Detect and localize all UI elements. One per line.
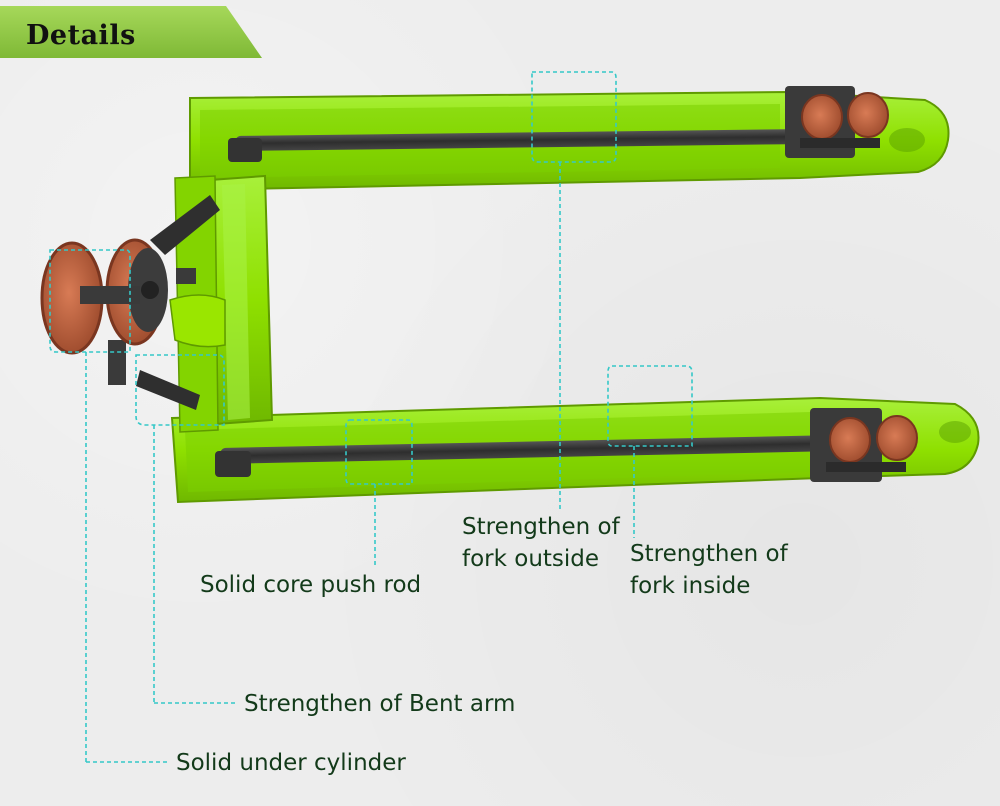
label-under-cylinder: Solid under cylinder: [176, 750, 406, 776]
label-fork-outside: Strengthen of fork outside: [462, 514, 620, 572]
banner-shape: [0, 6, 262, 58]
top-rod-clevis: [228, 138, 262, 162]
bottom-fork: [170, 396, 980, 504]
label-fork-inside: Strengthen of fork inside: [630, 541, 788, 599]
load-roller-bottom: [810, 408, 918, 482]
label-push-rod: Solid core push rod: [200, 572, 422, 598]
top-push-rod: [235, 129, 796, 151]
load-roller-icon: [785, 86, 889, 158]
label-bent-arm: Strengthen of Bent arm: [244, 691, 516, 717]
bottom-rod-clevis: [215, 451, 251, 477]
steering-wheel-icon: [40, 238, 196, 355]
details-banner: Details: [0, 6, 262, 58]
top-fork: [189, 90, 950, 192]
banner-title: Details: [26, 20, 136, 51]
callout-lines: [49, 71, 693, 763]
bottom-push-rod: [220, 435, 821, 464]
